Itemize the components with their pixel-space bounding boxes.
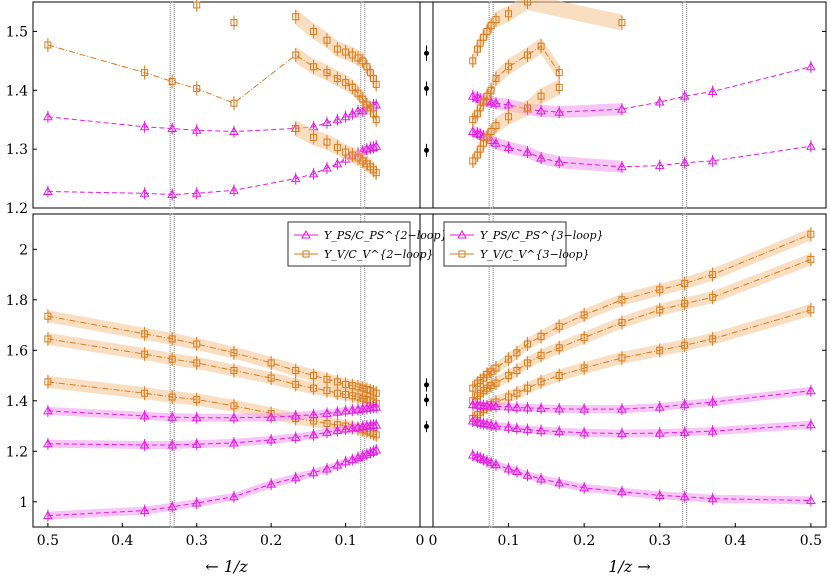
x-tick-label-left-1: 0.4	[111, 533, 133, 549]
top-y-tick-label-0: 1.2	[6, 201, 28, 217]
x-axis-title-right: 1/z →	[608, 557, 651, 576]
bottom-reference-point-0	[424, 382, 429, 388]
marker-bottom-left-1	[360, 213, 366, 528]
bottom-left-V_top-fit	[47, 315, 377, 394]
bottom-left-PS_lo-band	[47, 446, 377, 520]
top-right-v-lo-band	[472, 79, 560, 169]
x-tick-label-right-4: 0.4	[724, 533, 746, 549]
legend-right-marker-0	[457, 229, 467, 239]
top-reference-point-0	[424, 50, 429, 56]
legend-left-marker-1	[302, 250, 310, 258]
legend-right-box	[443, 221, 567, 267]
x-tick-label-left-4: 0.1	[334, 533, 356, 549]
legend-right-label-0: Y_PS/C_PS^{3−loop}	[480, 229, 604, 242]
panel-top-center-frame	[419, 1, 434, 209]
marker-bottom-left-0	[169, 213, 175, 528]
top-right-v-mid-band	[472, 38, 560, 128]
bottom-left-PS_lo-fit	[47, 449, 377, 517]
legend-left-box	[287, 221, 411, 267]
marker-top-left-0	[169, 1, 175, 209]
top-y-tick-label-3: 1.5	[6, 24, 28, 40]
bottom-y-tick-label-5: 2	[19, 242, 28, 258]
bottom-reference-point-1	[424, 397, 429, 403]
top-y-tick-label-1: 1.3	[6, 142, 28, 158]
top-right-ps-lo-band	[472, 125, 622, 173]
marker-top-right-1	[682, 1, 688, 209]
top-reference-point-1	[424, 86, 429, 92]
marker-bottom-right-1	[682, 213, 688, 528]
bottom-y-tick-label-0: 1	[19, 495, 28, 511]
bottom-right-V_top-band	[472, 228, 811, 395]
x-tick-label-left-5: 0	[416, 533, 425, 549]
bottom-y-tick-label-4: 1.8	[6, 293, 28, 309]
x-axis-title-left: ← 1/z	[205, 557, 248, 576]
x-tick-label-right-0: 0	[429, 533, 438, 549]
top-left-ps-lo-fit	[47, 145, 377, 196]
bottom-left-V_low-band	[47, 375, 377, 441]
top-reference-point-2	[424, 147, 429, 153]
legend-left-label-1: Y_V/C_V^{2−loop}	[324, 248, 434, 261]
legend-left: Y_PS/C_PS^{2−loop} Y_V/C_V^{2−loop}	[287, 221, 448, 267]
bottom-right-PS_mid-band	[472, 417, 811, 438]
x-tick-label-right-5: 0.5	[800, 533, 822, 549]
panel-top-left-frame	[32, 1, 421, 209]
bottom-left-V_top-band	[47, 310, 377, 400]
legend-right: Y_PS/C_PS^{3−loop} Y_V/C_V^{3−loop}	[443, 221, 604, 267]
top-left-v-hi-band	[295, 8, 377, 93]
bottom-right-PS_hi-band	[472, 386, 811, 414]
x-tick-label-right-2: 0.2	[573, 533, 595, 549]
legend-left-marker-0	[301, 229, 311, 239]
x-tick-label-left-3: 0.2	[260, 533, 282, 549]
panel-bottom-center-frame	[419, 213, 434, 528]
bottom-right-V_low-band	[472, 303, 811, 425]
bottom-left-V_mid-band	[47, 332, 377, 410]
x-tick-label-right-3: 0.3	[649, 533, 671, 549]
x-tick-label-left-2: 0.3	[186, 533, 208, 549]
legend-right-marker-1	[458, 250, 466, 258]
bottom-y-tick-label-1: 1.2	[6, 444, 28, 460]
bottom-right-PS_lo-band	[472, 451, 811, 505]
bottom-left-V_mid-fit	[47, 338, 377, 404]
top-y-tick-label-2: 1.4	[6, 83, 28, 99]
x-tick-label-right-1: 0.1	[497, 533, 519, 549]
bottom-left-PS_mid-band	[47, 421, 377, 449]
bottom-y-tick-label-3: 1.6	[6, 343, 28, 359]
bottom-y-tick-label-2: 1.4	[6, 394, 28, 410]
legend-right-label-1: Y_V/C_V^{3−loop}	[480, 248, 590, 261]
bottom-reference-point-2	[424, 424, 429, 430]
bottom-left-PS_hi-band	[47, 403, 377, 422]
legend-left-label-0: Y_PS/C_PS^{2−loop}	[324, 229, 448, 242]
x-tick-label-left-0: 0.5	[37, 533, 59, 549]
